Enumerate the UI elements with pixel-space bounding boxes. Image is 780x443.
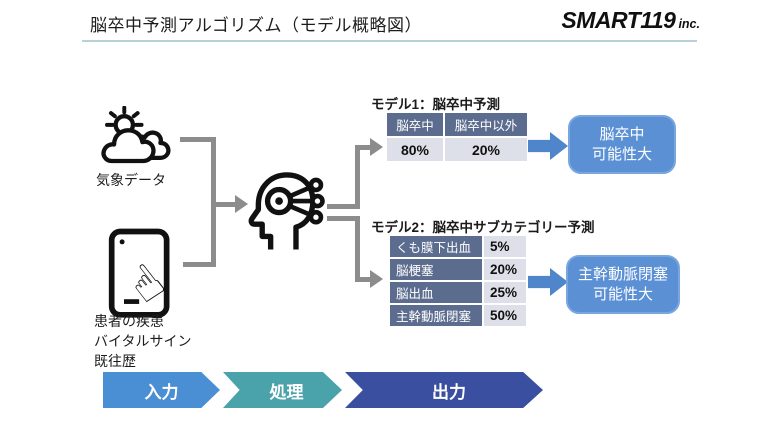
model2-row-label: 脳出血 <box>390 282 482 303</box>
flow-step-input: 入力 <box>103 372 220 408</box>
model1-result-line1: 脳卒中 <box>599 125 645 143</box>
connector-head-out-top <box>327 204 360 209</box>
header-divider <box>82 40 697 42</box>
model2-row-value: 20% <box>484 259 526 280</box>
model1-result-box: 脳卒中 可能性大 <box>568 115 676 174</box>
arrowhead-to-head <box>235 195 248 213</box>
model2-row-label: 主幹動脈閉塞 <box>390 305 482 326</box>
model2-result-line1: 主幹動脈閉塞 <box>577 265 668 283</box>
patient-line-2: バイタルサイン <box>94 333 192 349</box>
model2-heading: モデル2：脳卒中サブカテゴリー予測 <box>371 220 595 235</box>
tablet-hand-icon: ☝ <box>106 226 178 326</box>
page-title: 脳卒中予測アルゴリズム（モデル概略図） <box>90 16 422 35</box>
connector-model2-shaft <box>355 277 371 282</box>
arrowhead-model1 <box>370 138 383 156</box>
table-row: くも膜下出血 5% <box>390 236 526 257</box>
patient-line-3: 既往歴 <box>94 353 136 369</box>
table-row: 主幹動脈閉塞 50% <box>390 305 526 326</box>
input-label-weather: 気象データ <box>96 172 166 188</box>
model1-col-header: 脳卒中 <box>387 113 443 136</box>
model1-col-header: 脳卒中以外 <box>445 113 527 136</box>
table-row: 脳梗塞 20% <box>390 259 526 280</box>
model2-table: くも膜下出血 5% 脳梗塞 20% 脳出血 25% 主幹動脈閉塞 50% <box>388 234 528 328</box>
table-row: 脳出血 25% <box>390 282 526 303</box>
arrowhead-model2 <box>370 270 383 288</box>
result-arrow-model2 <box>528 268 568 296</box>
flow-step-process: 処理 <box>223 372 342 408</box>
model2-row-value: 50% <box>484 305 526 326</box>
connector-tablet-line <box>183 262 216 267</box>
model1-value: 80% <box>387 138 443 161</box>
patient-line-1: 患者の疾患 <box>94 313 164 329</box>
connector-down-vertical <box>355 216 360 282</box>
model1-table: 脳卒中 脳卒中以外 80% 20% <box>385 111 529 163</box>
model2-row-label: 脳梗塞 <box>390 259 482 280</box>
logo-text: SMART119 <box>561 7 676 33</box>
model2-row-value: 5% <box>484 236 526 257</box>
model2-result-line2: 可能性大 <box>592 285 653 303</box>
model1-heading: モデル1：脳卒中予測 <box>371 97 501 112</box>
model2-result-box: 主幹動脈閉塞 可能性大 <box>566 255 680 314</box>
logo-suffix: inc. <box>678 17 700 31</box>
weather-icon <box>100 105 180 172</box>
result-arrow-model1 <box>528 132 568 160</box>
connector-up-vertical <box>355 145 360 209</box>
model1-value: 20% <box>445 138 527 161</box>
model2-row-label: くも膜下出血 <box>390 236 482 257</box>
model2-row-value: 25% <box>484 282 526 303</box>
flow-step-output: 出力 <box>345 372 543 408</box>
model1-result-line2: 可能性大 <box>591 145 652 163</box>
connector-head-out-bottom <box>327 216 360 221</box>
connector-model1-shaft <box>355 145 371 150</box>
connector-weather-line <box>180 137 216 142</box>
connector-to-head-shaft <box>211 202 235 207</box>
ai-head-icon <box>243 163 329 253</box>
input-label-patient: 患者の疾患 バイタルサイン 既往歴 <box>94 311 191 371</box>
